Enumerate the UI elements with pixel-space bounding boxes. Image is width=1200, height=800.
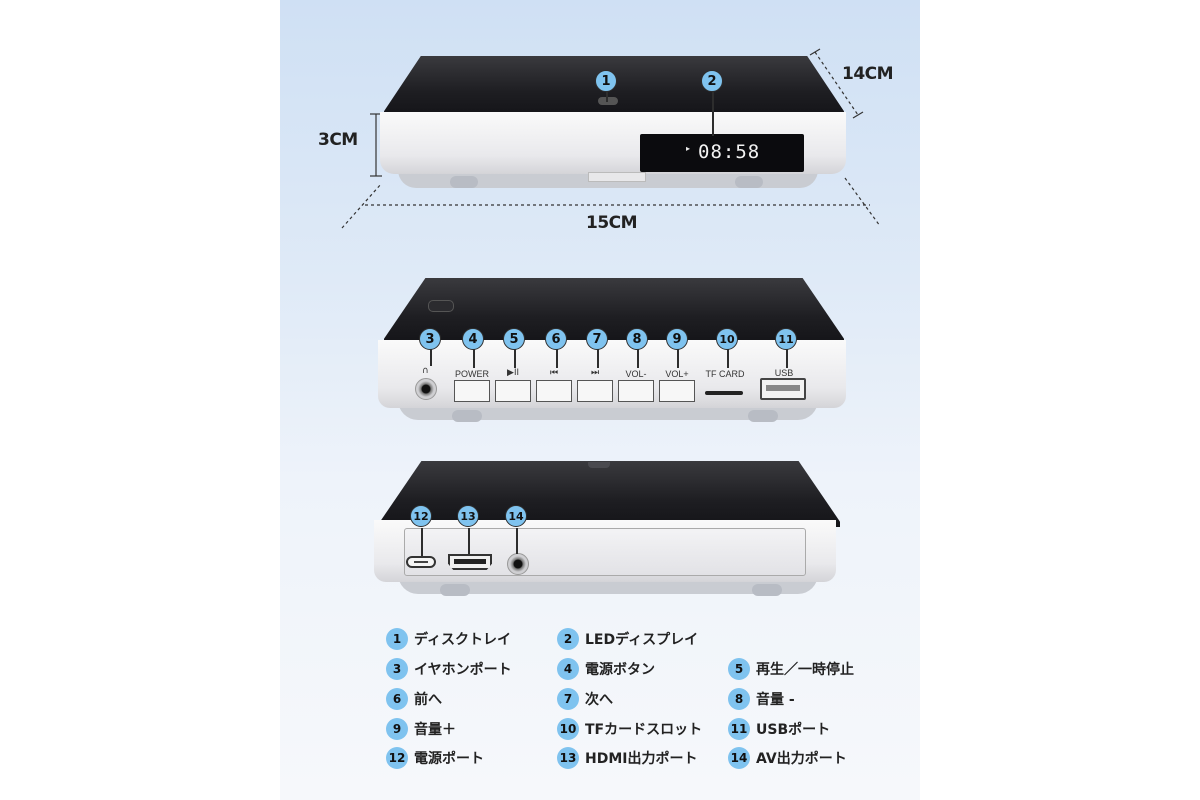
callout-1: 1 xyxy=(595,70,617,92)
previous-label: ⏮ xyxy=(549,367,559,377)
display-clock: 08:58 xyxy=(698,141,761,163)
callout-9: 9 xyxy=(666,328,688,350)
callout-8: 8 xyxy=(626,328,648,350)
next-button[interactable] xyxy=(577,380,613,402)
tf-card-label: TF CARD xyxy=(705,369,745,379)
device2-lid xyxy=(384,278,844,344)
dimension-lines xyxy=(341,48,881,229)
width-label: 15CM xyxy=(586,213,638,233)
device3-lid xyxy=(380,461,840,527)
callout-11: 11 xyxy=(775,328,797,350)
hdmi-port[interactable] xyxy=(448,554,492,570)
callout-2: 2 xyxy=(701,70,723,92)
foot-left xyxy=(450,176,478,188)
power-label: POWER xyxy=(454,369,489,379)
callout-14: 14 xyxy=(505,505,527,527)
play-pause-label: ▶︎II xyxy=(507,367,519,377)
previous-button[interactable] xyxy=(536,380,572,402)
lid-notch xyxy=(598,97,618,105)
callout-13: 13 xyxy=(457,505,479,527)
tray-slot xyxy=(588,172,646,182)
usb-port[interactable] xyxy=(760,378,806,400)
height-label: 3CM xyxy=(318,130,358,150)
callout-10: 10 xyxy=(716,328,738,350)
headphone-icon: ∩ xyxy=(422,366,429,376)
volume-down-button[interactable] xyxy=(618,380,654,402)
foot-right xyxy=(735,176,763,188)
callout-12: 12 xyxy=(410,505,432,527)
next-label: ⏭ xyxy=(590,367,600,377)
earphone-jack[interactable] xyxy=(415,378,437,400)
callout-7: 7 xyxy=(586,328,608,350)
power-port[interactable] xyxy=(406,556,436,568)
callout-4: 4 xyxy=(462,328,484,350)
power-button[interactable] xyxy=(454,380,490,402)
tf-card-slot[interactable] xyxy=(705,391,743,395)
volume-down-label: VOL- xyxy=(625,369,647,379)
led-display: ▸ 08:58 xyxy=(640,134,804,172)
av-out-port[interactable] xyxy=(507,553,529,575)
volume-up-button[interactable] xyxy=(659,380,695,402)
callout-3: 3 xyxy=(419,328,441,350)
callout-6: 6 xyxy=(545,328,567,350)
usb-label: USB xyxy=(774,368,794,378)
play-pause-button[interactable] xyxy=(495,380,531,402)
display-indicator: ▸ xyxy=(686,144,691,153)
callout-5: 5 xyxy=(503,328,525,350)
volume-up-label: VOL+ xyxy=(665,369,689,379)
device2-lid-notch xyxy=(428,300,454,312)
depth-label: 14CM xyxy=(842,64,894,84)
device3-lid-notch xyxy=(588,462,610,468)
